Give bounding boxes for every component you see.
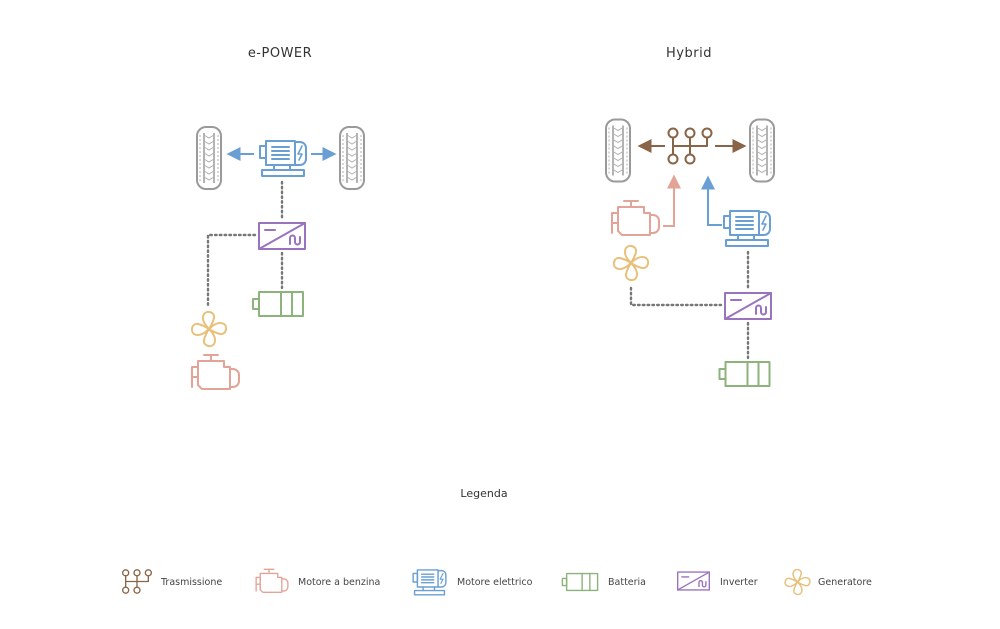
hybrid-diagram: Hybrid <box>604 46 776 388</box>
legend-label: Generatore <box>818 577 872 588</box>
legend-label: Trasmissione <box>160 577 222 588</box>
motor-transmission-arrow <box>701 175 722 226</box>
transmission-icon <box>667 127 713 165</box>
generator-icon <box>612 244 650 282</box>
legend-item-inverter: Inverter <box>677 571 758 591</box>
inverter-icon <box>724 292 772 320</box>
petrol-engine-icon <box>255 568 289 593</box>
epower-diagram: e-POWER <box>190 46 365 390</box>
legend-item-generator: Generatore <box>784 568 872 596</box>
engine-transmission-arrow <box>663 174 681 227</box>
right-wheel-icon <box>748 118 776 183</box>
legend-item-battery: Batteria <box>561 572 646 592</box>
legend-item-transmission: Trasmissione <box>121 569 222 594</box>
legend-label: Batteria <box>608 577 646 588</box>
battery-icon <box>718 360 771 388</box>
hybrid-title: Hybrid <box>666 46 712 61</box>
legend-label: Motore a benzina <box>298 577 380 588</box>
legend-item-electric-motor: Motore elettrico <box>412 569 533 596</box>
right-wheel-icon <box>339 126 365 190</box>
inverter-generator-link <box>206 233 257 310</box>
legend-label: Motore elettrico <box>457 577 533 588</box>
petrol-engine-icon <box>191 354 240 390</box>
petrol-engine-icon <box>611 200 660 236</box>
legend-item-petrol-engine: Motore a benzina <box>255 568 380 593</box>
generator-icon <box>784 568 811 596</box>
legend-title: Legenda <box>460 487 507 500</box>
left-wheel-icon <box>604 118 632 183</box>
legend: Legenda Trasmissione Motore a benzina Mo… <box>121 487 872 596</box>
generator-icon <box>190 310 228 348</box>
left-wheel-icon <box>196 126 222 190</box>
inverter-icon <box>677 571 710 591</box>
inverter-icon <box>258 222 306 250</box>
transmission-icon <box>121 569 153 594</box>
electric-motor-icon <box>723 210 771 247</box>
battery-icon <box>561 572 599 592</box>
generator-inverter-link <box>629 286 723 307</box>
battery-icon <box>252 291 304 317</box>
epower-title: e-POWER <box>248 46 312 61</box>
legend-label: Inverter <box>720 577 758 588</box>
electric-motor-icon <box>259 140 307 177</box>
electric-motor-icon <box>412 569 447 596</box>
